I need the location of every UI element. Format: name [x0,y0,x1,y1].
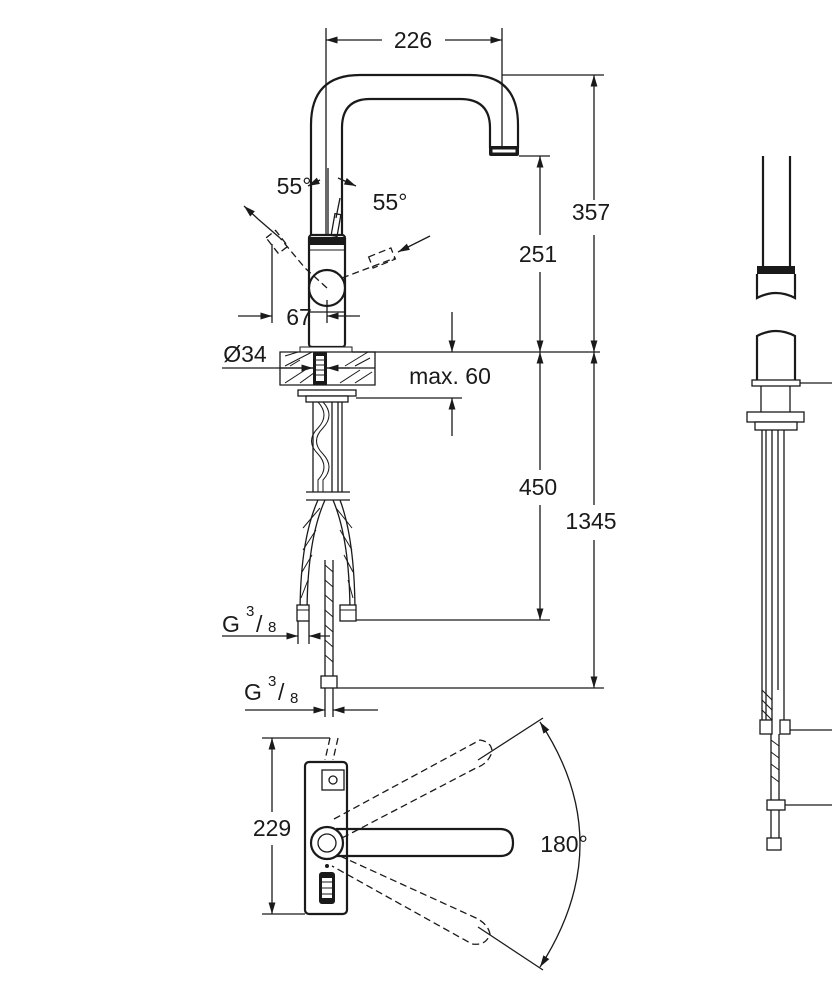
label-226: 226 [394,27,432,53]
label-357: 357 [572,199,610,225]
side-view [746,156,832,851]
plan-view [262,717,581,971]
height-dims [337,74,604,689]
svg-text:8: 8 [268,619,276,636]
svg-text:8: 8 [290,690,298,707]
label-diameter: Ø34 [223,341,267,367]
mixer-body [307,233,347,349]
label-max-60: max. 60 [409,363,491,389]
svg-text:G: G [222,611,240,637]
svg-text:/: / [256,611,263,637]
svg-text:3: 3 [268,673,276,690]
dim-226 [325,28,503,235]
label-1345: 1345 [565,508,616,534]
label-450: 450 [519,474,557,500]
swivel-arc [539,721,581,968]
plan-lever [336,827,515,858]
label-67: 67 [286,304,312,330]
dim-max-60 [352,312,600,436]
label-angle-left: 55° [277,173,312,199]
connection-dims [222,621,378,717]
svg-text:3: 3 [246,603,254,620]
spout [309,73,520,235]
label-251: 251 [519,241,557,267]
hoses [296,401,357,700]
countertop [279,346,376,403]
dim-67 [238,244,360,323]
label-g38-upper: G 3 / 8 [222,603,276,637]
label-g38-lower: G 3 / 8 [244,673,298,707]
front-view [222,28,604,717]
lever-angle-dims [243,168,431,253]
plan-lever-hub [309,825,345,861]
lever-positions [265,197,397,289]
svg-text:/: / [278,679,285,705]
label-angle-right: 55° [373,189,408,215]
svg-text:G: G [244,679,262,705]
label-180: 180° [540,831,588,857]
label-229: 229 [253,815,291,841]
